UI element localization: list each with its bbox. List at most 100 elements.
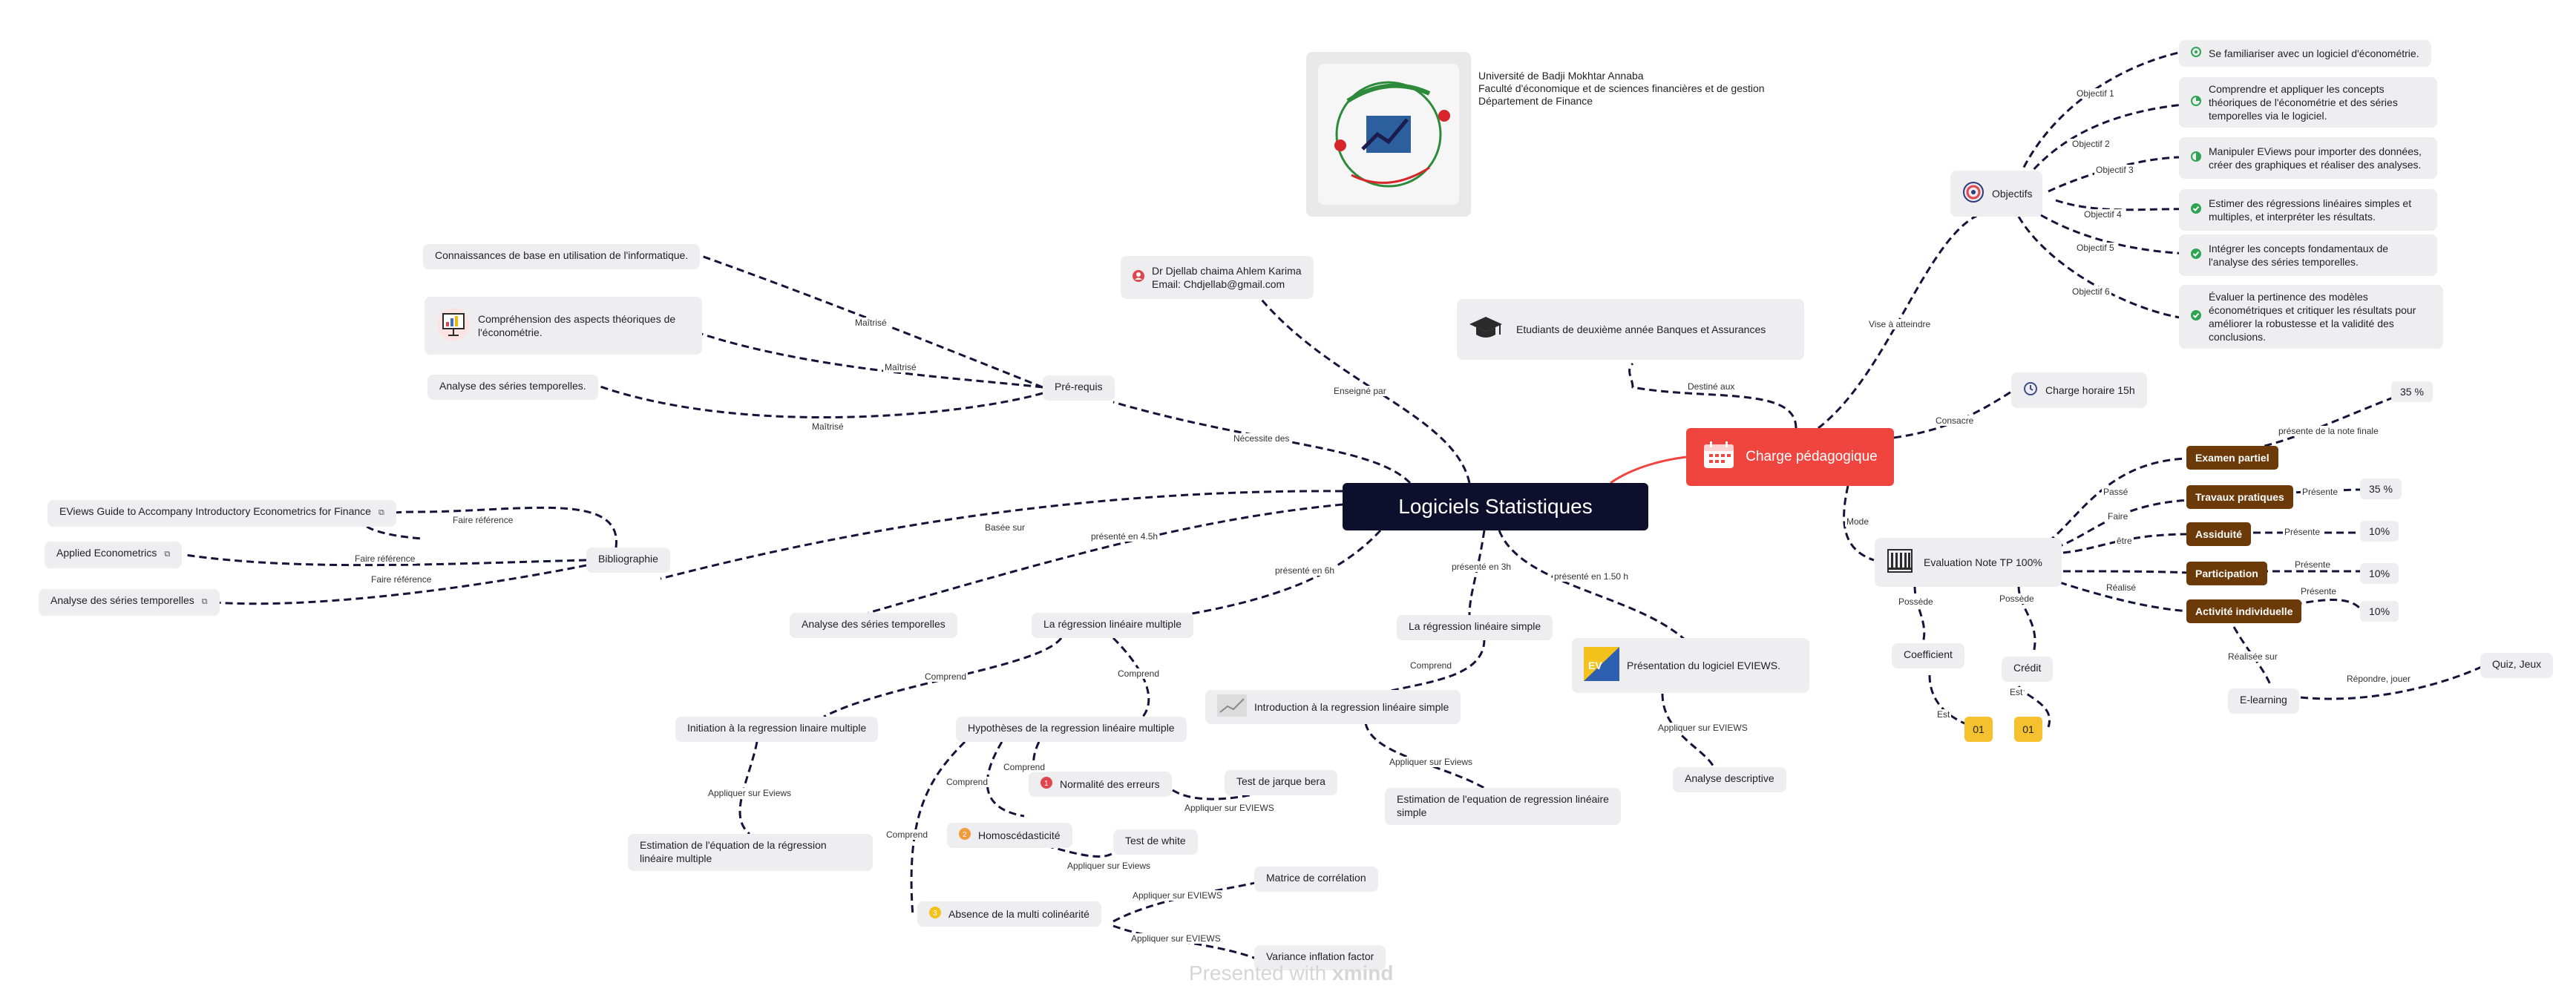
chart-thumbnail-icon <box>1217 694 1247 720</box>
objectif-4-node[interactable]: Estimer des régressions linéaires simple… <box>2179 189 2437 231</box>
rel-p3: présenté en 3h <box>1450 562 1513 572</box>
biblio-item-series[interactable]: Analyse des séries temporelles⧉ <box>39 589 220 616</box>
topic-estim-rls[interactable]: Estimation de l'equation de regression l… <box>1385 788 1621 825</box>
objectifs-node[interactable]: Objectifs <box>1950 171 2042 217</box>
university-logo <box>1306 52 1471 217</box>
central-topic[interactable]: Logiciels Statistiques <box>1343 483 1648 530</box>
topic-series[interactable]: Analyse des séries temporelles <box>790 613 957 638</box>
topic-multi-text: Absence de la multi colinéarité <box>948 908 1089 920</box>
prerequis-node[interactable]: Pré-requis <box>1043 375 1115 401</box>
objectif-2-text: Comprendre et appliquer les concepts thé… <box>2209 83 2398 122</box>
objectif-5-node[interactable]: Intégrer les concepts fondamentaux de l'… <box>2179 234 2437 276</box>
external-link-icon[interactable]: ⧉ <box>378 508 384 517</box>
coefficient-node[interactable]: Coefficient <box>1892 643 1964 668</box>
progress-50-icon <box>2191 151 2201 165</box>
svg-text:1: 1 <box>1044 780 1049 788</box>
topic-rlm[interactable]: La régression linéaire multiple <box>1032 613 1193 638</box>
assiduite-pct[interactable]: 10% <box>2360 521 2399 542</box>
topic-eviews[interactable]: EV Présentation du logiciel EVIEWS. <box>1572 638 1809 693</box>
external-link-icon[interactable]: ⧉ <box>164 550 171 559</box>
topic-rls[interactable]: La régression linéaire simple <box>1397 615 1553 640</box>
objectif-1-node[interactable]: Se familiariser avec un logiciel d'écono… <box>2179 40 2431 67</box>
credit-node[interactable]: Crédit <box>2002 657 2054 682</box>
rel-basee: Basée sur <box>983 522 1027 533</box>
objectif-3-text: Manipuler EViews pour importer des donné… <box>2209 145 2422 171</box>
objectifs-label: Objectifs <box>1992 188 2033 200</box>
rel-passe: Passé <box>2102 487 2130 497</box>
topic-matrice[interactable]: Matrice de corrélation <box>1254 867 1378 892</box>
elearning-node[interactable]: E-learning <box>2228 688 2299 714</box>
examen-partiel-node[interactable]: Examen partiel <box>2186 446 2278 470</box>
rel-appliquer-white: Appliquer sur Eviews <box>1066 861 1153 871</box>
coefficient-value[interactable]: 01 <box>1964 717 1993 742</box>
topic-vif[interactable]: Variance inflation factor <box>1254 945 1386 970</box>
prerequis-item-series[interactable]: Analyse des séries temporelles. <box>427 375 598 400</box>
topic-estim-rlm[interactable]: Estimation de l'équation de la régressio… <box>628 834 873 871</box>
rel-faire-ref-2: Faire référence <box>353 553 417 564</box>
travaux-pratiques-pct[interactable]: 35 % <box>2360 479 2402 499</box>
watermark: Presented with xmind <box>1189 961 1393 985</box>
rel-objectif-1: Objectif 1 <box>2075 88 2116 99</box>
quiz-node[interactable]: Quiz, Jeux <box>2480 653 2554 678</box>
credit-value[interactable]: 01 <box>2014 717 2042 742</box>
rel-maitrise-1: Maîtrisé <box>853 318 888 328</box>
rel-est-2: Est <box>2008 687 2025 697</box>
topic-eviews-text: Présentation du logiciel EVIEWS. <box>1627 660 1780 671</box>
biblio-item-applied-econometrics-text: Applied Econometrics <box>56 547 157 559</box>
charge-horaire-node[interactable]: Charge horaire 15h <box>2011 372 2147 408</box>
participation-node[interactable]: Participation <box>2186 562 2267 585</box>
rel-appliquer-descriptive: Appliquer sur EVIEWS <box>1656 723 1749 733</box>
rel-p6: présenté en 6h <box>1274 565 1337 576</box>
objectif-3-node[interactable]: Manipuler EViews pour importer des donné… <box>2179 137 2437 179</box>
teacher-node[interactable]: Dr Djellab chaima Ahlem Karima Email: Ch… <box>1121 256 1314 299</box>
evaluation-node[interactable]: Evaluation Note TP 100% <box>1875 538 2062 587</box>
rel-presente-2: Présente <box>2283 527 2322 537</box>
rel-objectif-3: Objectif 3 <box>2094 165 2135 175</box>
priority-2-icon: 2 <box>959 828 971 843</box>
topic-multi[interactable]: 3 Absence de la multi colinéarité <box>917 901 1101 927</box>
objectif-6-text: Évaluer la pertinence des modèles économ… <box>2209 291 2416 343</box>
charge-pedagogique-node[interactable]: Charge pédagogique <box>1686 428 1894 486</box>
rel-p15: présenté en 1.50 h <box>1553 571 1631 582</box>
rel-possede-2: Possède <box>1998 594 2036 604</box>
eviews-logo-icon: EV <box>1584 647 1619 684</box>
clock-icon <box>2023 381 2038 399</box>
students-label: Etudiants de deuxième année Banques et A… <box>1516 323 1766 335</box>
participation-pct[interactable]: 10% <box>2360 563 2399 584</box>
prerequis-item-informatique[interactable]: Connaissances de base en utilisation de … <box>423 244 701 269</box>
biblio-item-applied-econometrics[interactable]: Applied Econometrics ⧉ <box>45 542 183 568</box>
topic-hyp[interactable]: Hypothèses de la regression linéaire mul… <box>956 717 1187 742</box>
biblio-item-eviews-guide[interactable]: EViews Guide to Accompany Introductory E… <box>47 500 396 527</box>
rel-repondre: Répondre, jouer <box>2345 674 2413 684</box>
rel-comprend-3: Comprend <box>945 777 990 787</box>
external-link-icon[interactable]: ⧉ <box>201 597 208 606</box>
topic-homo[interactable]: 2 Homoscédasticité <box>947 823 1072 848</box>
activite-individuelle-pct[interactable]: 10% <box>2360 601 2399 622</box>
travaux-pratiques-node[interactable]: Travaux pratiques <box>2186 485 2293 509</box>
students-node[interactable]: Etudiants de deuxième année Banques et A… <box>1457 299 1804 360</box>
objectif-1-text: Se familiariser avec un logiciel d'écono… <box>2209 47 2419 59</box>
rel-realisee-sur: Réalisée sur <box>2226 651 2279 662</box>
progress-0-icon <box>2191 47 2201 60</box>
check-icon <box>2191 203 2201 217</box>
svg-text:3: 3 <box>933 910 937 918</box>
examen-partiel-pct[interactable]: 35 % <box>2391 381 2433 402</box>
assiduite-node[interactable]: Assiduité <box>2186 522 2252 546</box>
topic-descriptive[interactable]: Analyse descriptive <box>1673 767 1786 792</box>
rel-consacre: Consacre <box>1934 415 1976 426</box>
objectif-6-node[interactable]: Évaluer la pertinence des modèles économ… <box>2179 285 2443 349</box>
objectif-2-node[interactable]: Comprendre et appliquer les concepts thé… <box>2179 77 2437 128</box>
svg-text:EV: EV <box>1588 660 1602 671</box>
rel-necessite: Nécessite des <box>1232 433 1291 444</box>
prerequis-item-econometrie[interactable]: Compréhension des aspects théoriques de … <box>425 297 702 355</box>
topic-intro-rls[interactable]: Introduction à la regression linéaire si… <box>1205 690 1461 724</box>
rel-comprend-5: Comprend <box>885 829 930 840</box>
topic-normalite[interactable]: 1 Normalité des erreurs <box>1029 772 1172 797</box>
topic-init-rlm[interactable]: Initiation à la regression linaire multi… <box>675 717 879 742</box>
topic-white[interactable]: Test de white <box>1113 829 1198 855</box>
activite-individuelle-node[interactable]: Activité individuelle <box>2186 599 2302 623</box>
rel-comprend-4: Comprend <box>1002 762 1047 772</box>
rel-maitrise-3: Maîtrisé <box>810 421 845 432</box>
bibliographie-node[interactable]: Bibliographie <box>586 548 670 573</box>
topic-jarque[interactable]: Test de jarque bera <box>1225 770 1337 795</box>
